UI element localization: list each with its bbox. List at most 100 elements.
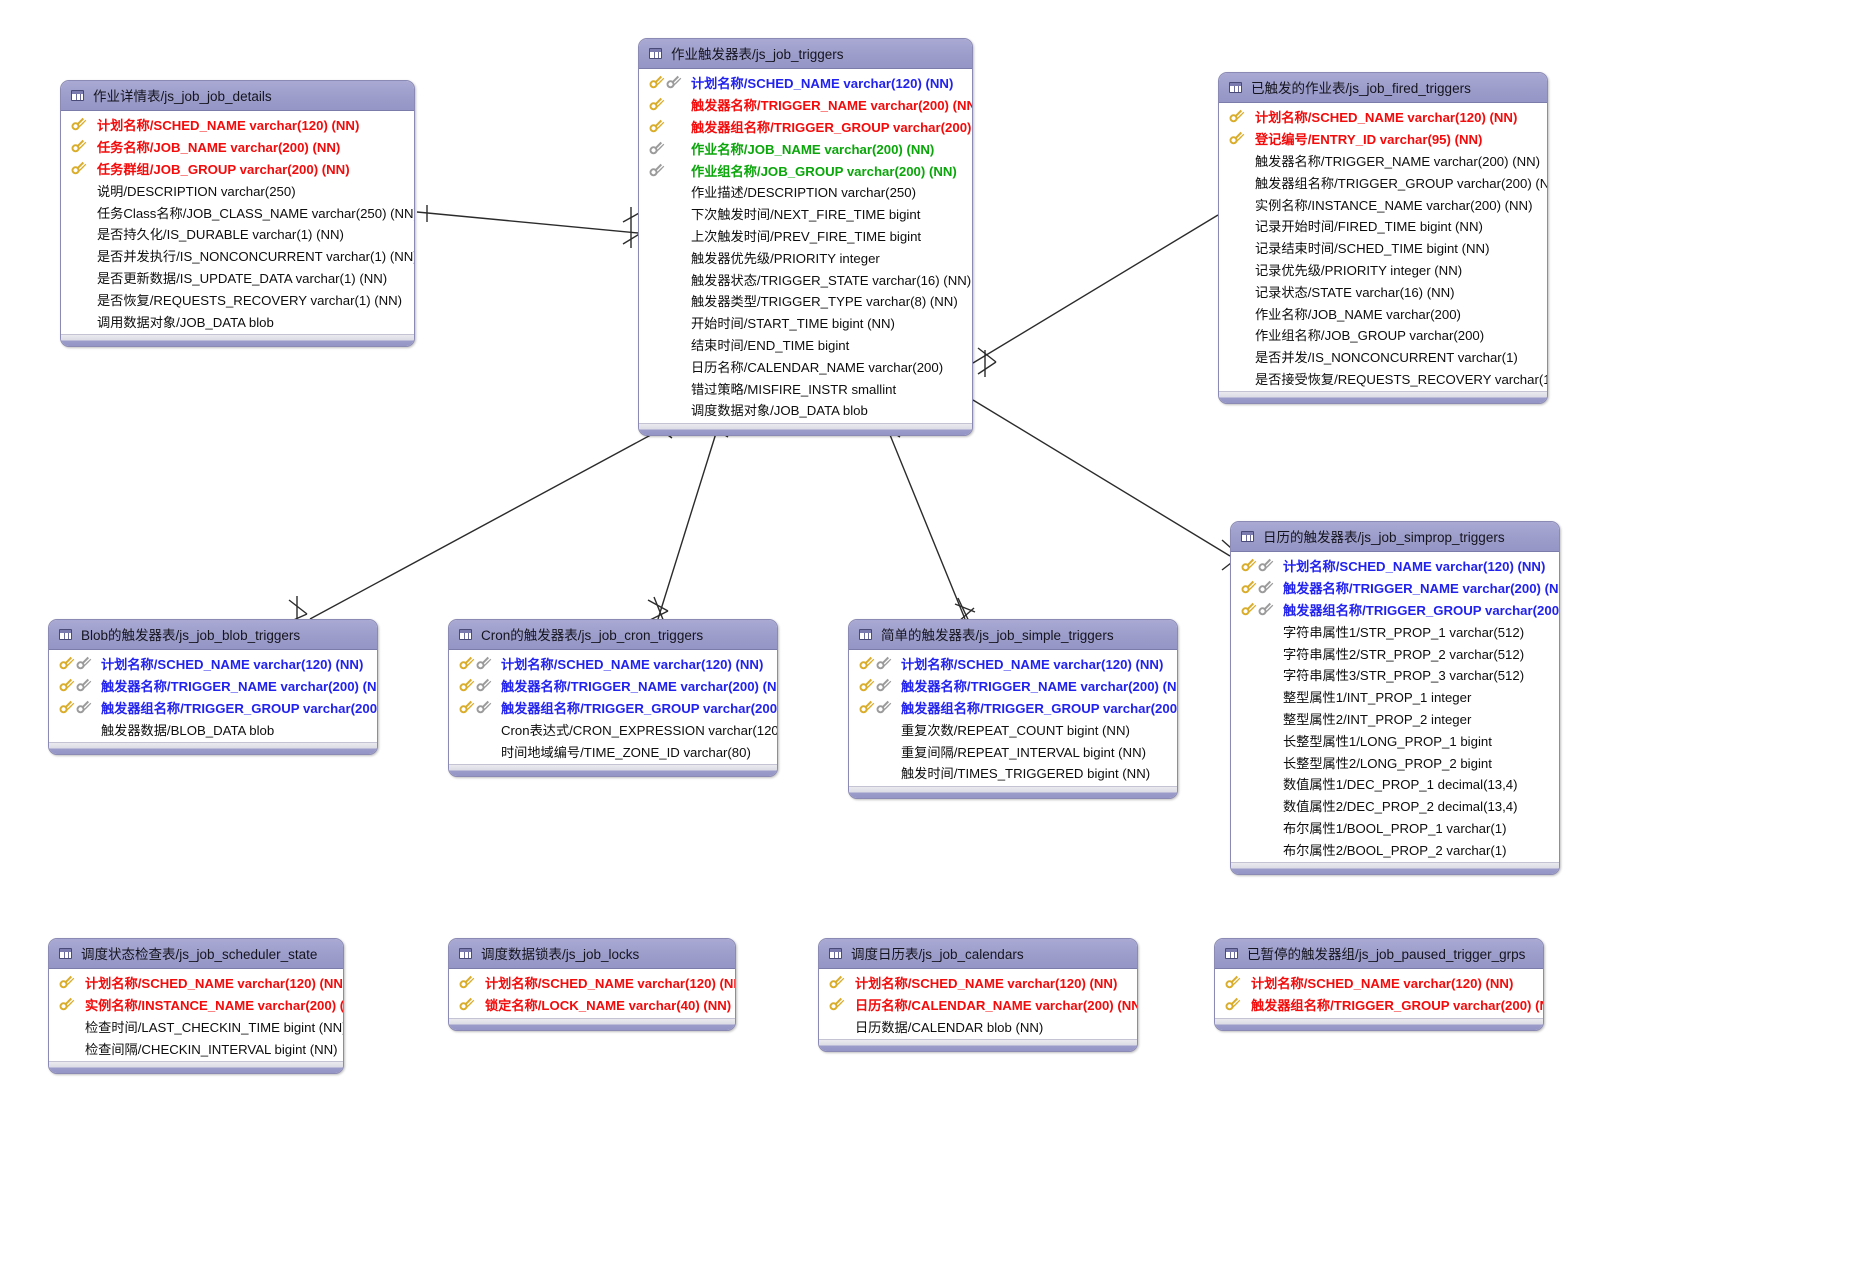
attribute-row[interactable]: 触发器组名称/TRIGGER_GROUP varchar(200) (NN) xyxy=(1231,599,1559,621)
attribute-row[interactable]: 作业名称/JOB_NAME varchar(200) xyxy=(1219,302,1547,324)
attribute-row[interactable]: 调度数据对象/JOB_DATA blob xyxy=(639,399,972,421)
attribute-row[interactable]: 错过策略/MISFIRE_INSTR smallint xyxy=(639,377,972,399)
attribute-row[interactable]: 记录结束时间/SCHED_TIME bigint (NN) xyxy=(1219,237,1547,259)
attribute-row[interactable]: 长整型属性2/LONG_PROP_2 bigint xyxy=(1231,751,1559,773)
attribute-row[interactable]: 日历数据/CALENDAR blob (NN) xyxy=(819,1016,1137,1038)
attribute-row[interactable]: 记录状态/STATE varchar(16) (NN) xyxy=(1219,280,1547,302)
entity-header-js_job_locks[interactable]: 调度数据锁表/js_job_locks xyxy=(449,939,735,969)
attribute-row[interactable]: 计划名称/SCHED_NAME varchar(120) (NN) xyxy=(1231,555,1559,577)
attribute-row[interactable]: 触发器组名称/TRIGGER_GROUP varchar(200) (NN) xyxy=(49,697,377,719)
attribute-row[interactable]: 实例名称/INSTANCE_NAME varchar(200) (NN) xyxy=(1219,193,1547,215)
entity-js_job_calendars[interactable]: 调度日历表/js_job_calendars 计划名称/SCHED_NAME va… xyxy=(818,938,1138,1053)
attribute-row[interactable]: 触发器类型/TRIGGER_TYPE varchar(8) (NN) xyxy=(639,290,972,312)
entity-header-js_job_paused_trigger_grps[interactable]: 已暂停的触发器组/js_job_paused_trigger_grps xyxy=(1215,939,1543,969)
attribute-row[interactable]: 任务群组/JOB_GROUP varchar(200) (NN) xyxy=(61,158,414,180)
attribute-row[interactable]: 计划名称/SCHED_NAME varchar(120) (NN) xyxy=(639,72,972,94)
entity-js_job_simple_triggers[interactable]: 简单的触发器表/js_job_simple_triggers 计划名称/SCHED… xyxy=(848,619,1178,799)
attribute-row[interactable]: 触发器优先级/PRIORITY integer xyxy=(639,246,972,268)
entity-js_job_scheduler_state[interactable]: 调度状态检查表/js_job_scheduler_state 计划名称/SCHED… xyxy=(48,938,344,1075)
attribute-row[interactable]: 触发器组名称/TRIGGER_GROUP varchar(200) (NN) xyxy=(849,697,1177,719)
attribute-row[interactable]: 实例名称/INSTANCE_NAME varchar(200) (NN) xyxy=(49,994,343,1016)
attribute-row[interactable]: Cron表达式/CRON_EXPRESSION varchar(120) (NN… xyxy=(449,718,777,740)
attribute-row[interactable]: 是否并发/IS_NONCONCURRENT varchar(1) xyxy=(1219,346,1547,368)
attribute-row[interactable]: 记录开始时间/FIRED_TIME bigint (NN) xyxy=(1219,215,1547,237)
attribute-row[interactable]: 触发时间/TIMES_TRIGGERED bigint (NN) xyxy=(849,762,1177,784)
attribute-row[interactable]: 是否恢复/REQUESTS_RECOVERY varchar(1) (NN) xyxy=(61,288,414,310)
attribute-row[interactable]: 触发器组名称/TRIGGER_GROUP varchar(200) (NN) xyxy=(449,697,777,719)
attribute-row[interactable]: 长整型属性1/LONG_PROP_1 bigint xyxy=(1231,729,1559,751)
attribute-row[interactable]: 结束时间/END_TIME bigint xyxy=(639,334,972,356)
attribute-row[interactable]: 字符串属性3/STR_PROP_3 varchar(512) xyxy=(1231,664,1559,686)
attribute-row[interactable]: 计划名称/SCHED_NAME varchar(120) (NN) xyxy=(449,653,777,675)
attribute-row[interactable]: 触发器名称/TRIGGER_NAME varchar(200) (NN) xyxy=(849,675,1177,697)
attribute-row[interactable]: 计划名称/SCHED_NAME varchar(120) (NN) xyxy=(449,972,735,994)
attribute-row[interactable]: 是否更新数据/IS_UPDATE_DATA varchar(1) (NN) xyxy=(61,267,414,289)
attribute-row[interactable]: 整型属性2/INT_PROP_2 integer xyxy=(1231,708,1559,730)
attribute-row[interactable]: 计划名称/SCHED_NAME varchar(120) (NN) xyxy=(819,972,1137,994)
attribute-row[interactable]: 触发器组名称/TRIGGER_GROUP varchar(200) (NN) xyxy=(1219,171,1547,193)
attribute-row[interactable]: 是否持久化/IS_DURABLE varchar(1) (NN) xyxy=(61,223,414,245)
entity-js_job_fired_triggers[interactable]: 已触发的作业表/js_job_fired_triggers 计划名称/SCHED_… xyxy=(1218,72,1548,405)
attribute-row[interactable]: 触发器状态/TRIGGER_STATE varchar(16) (NN) xyxy=(639,268,972,290)
attribute-row[interactable]: 计划名称/SCHED_NAME varchar(120) (NN) xyxy=(61,114,414,136)
attribute-row[interactable]: 数值属性2/DEC_PROP_2 decimal(13,4) xyxy=(1231,795,1559,817)
attribute-row[interactable]: 计划名称/SCHED_NAME varchar(120) (NN) xyxy=(49,972,343,994)
entity-header-js_job_blob_triggers[interactable]: Blob的触发器表/js_job_blob_triggers xyxy=(49,620,377,650)
entity-header-js_job_scheduler_state[interactable]: 调度状态检查表/js_job_scheduler_state xyxy=(49,939,343,969)
attribute-row[interactable]: 日历名称/CALENDAR_NAME varchar(200) xyxy=(639,355,972,377)
attribute-row[interactable]: 触发器名称/TRIGGER_NAME varchar(200) (NN) xyxy=(1231,577,1559,599)
entity-js_job_simprop_triggers[interactable]: 日历的触发器表/js_job_simprop_triggers 计划名称/SCHE… xyxy=(1230,521,1560,876)
entity-js_job_triggers[interactable]: 作业触发器表/js_job_triggers 计划名称/SCHED_NAME va… xyxy=(638,38,973,436)
attribute-row[interactable]: 是否并发执行/IS_NONCONCURRENT varchar(1) (NN) xyxy=(61,245,414,267)
attribute-row[interactable]: 作业组名称/JOB_GROUP varchar(200) xyxy=(1219,324,1547,346)
entity-js_job_paused_trigger_grps[interactable]: 已暂停的触发器组/js_job_paused_trigger_grps 计划名称/… xyxy=(1214,938,1544,1031)
entity-header-js_job_fired_triggers[interactable]: 已触发的作业表/js_job_fired_triggers xyxy=(1219,73,1547,103)
attribute-row[interactable]: 是否接受恢复/REQUESTS_RECOVERY varchar(1) xyxy=(1219,368,1547,390)
entity-js_job_blob_triggers[interactable]: Blob的触发器表/js_job_blob_triggers 计划名称/SCHED… xyxy=(48,619,378,756)
attribute-row[interactable]: 触发器名称/TRIGGER_NAME varchar(200) (NN) xyxy=(49,675,377,697)
attribute-row[interactable]: 触发器组名称/TRIGGER_GROUP varchar(200) (NN) xyxy=(639,116,972,138)
attribute-row[interactable]: 日历名称/CALENDAR_NAME varchar(200) (NN) xyxy=(819,994,1137,1016)
attribute-row[interactable]: 计划名称/SCHED_NAME varchar(120) (NN) xyxy=(49,653,377,675)
attribute-row[interactable]: 布尔属性1/BOOL_PROP_1 varchar(1) xyxy=(1231,817,1559,839)
entity-header-js_job_simprop_triggers[interactable]: 日历的触发器表/js_job_simprop_triggers xyxy=(1231,522,1559,552)
attribute-row[interactable]: 任务Class名称/JOB_CLASS_NAME varchar(250) (N… xyxy=(61,201,414,223)
attribute-row[interactable]: 字符串属性2/STR_PROP_2 varchar(512) xyxy=(1231,642,1559,664)
attribute-row[interactable]: 开始时间/START_TIME bigint (NN) xyxy=(639,312,972,334)
entity-header-js_job_cron_triggers[interactable]: Cron的触发器表/js_job_cron_triggers xyxy=(449,620,777,650)
attribute-row[interactable]: 触发器名称/TRIGGER_NAME varchar(200) (NN) xyxy=(639,94,972,116)
attribute-row[interactable]: 登记编号/ENTRY_ID varchar(95) (NN) xyxy=(1219,128,1547,150)
attribute-row[interactable]: 任务名称/JOB_NAME varchar(200) (NN) xyxy=(61,136,414,158)
attribute-row[interactable]: 锁定名称/LOCK_NAME varchar(40) (NN) xyxy=(449,994,735,1016)
entity-header-js_job_calendars[interactable]: 调度日历表/js_job_calendars xyxy=(819,939,1137,969)
attribute-row[interactable]: 触发器名称/TRIGGER_NAME varchar(200) (NN) xyxy=(449,675,777,697)
attribute-row[interactable]: 说明/DESCRIPTION varchar(250) xyxy=(61,179,414,201)
attribute-row[interactable]: 检查间隔/CHECKIN_INTERVAL bigint (NN) xyxy=(49,1037,343,1059)
attribute-row[interactable]: 布尔属性2/BOOL_PROP_2 varchar(1) xyxy=(1231,838,1559,860)
attribute-row[interactable]: 整型属性1/INT_PROP_1 integer xyxy=(1231,686,1559,708)
attribute-row[interactable]: 重复间隔/REPEAT_INTERVAL bigint (NN) xyxy=(849,740,1177,762)
attribute-row[interactable]: 触发器数据/BLOB_DATA blob xyxy=(49,718,377,740)
entity-js_job_cron_triggers[interactable]: Cron的触发器表/js_job_cron_triggers 计划名称/SCHED… xyxy=(448,619,778,777)
attribute-row[interactable]: 时间地域编号/TIME_ZONE_ID varchar(80) xyxy=(449,740,777,762)
attribute-row[interactable]: 作业描述/DESCRIPTION varchar(250) xyxy=(639,181,972,203)
attribute-row[interactable]: 计划名称/SCHED_NAME varchar(120) (NN) xyxy=(849,653,1177,675)
attribute-row[interactable]: 数值属性1/DEC_PROP_1 decimal(13,4) xyxy=(1231,773,1559,795)
attribute-row[interactable]: 触发器名称/TRIGGER_NAME varchar(200) (NN) xyxy=(1219,150,1547,172)
attribute-row[interactable]: 作业组名称/JOB_GROUP varchar(200) (NN) xyxy=(639,159,972,181)
attribute-row[interactable]: 计划名称/SCHED_NAME varchar(120) (NN) xyxy=(1219,106,1547,128)
attribute-row[interactable]: 记录优先级/PRIORITY integer (NN) xyxy=(1219,259,1547,281)
attribute-row[interactable]: 检查时间/LAST_CHECKIN_TIME bigint (NN) xyxy=(49,1016,343,1038)
entity-header-js_job_simple_triggers[interactable]: 简单的触发器表/js_job_simple_triggers xyxy=(849,620,1177,650)
attribute-row[interactable]: 触发器组名称/TRIGGER_GROUP varchar(200) (NN) xyxy=(1215,994,1543,1016)
attribute-row[interactable]: 调用数据对象/JOB_DATA blob xyxy=(61,310,414,332)
attribute-row[interactable]: 上次触发时间/PREV_FIRE_TIME bigint xyxy=(639,225,972,247)
attribute-row[interactable]: 字符串属性1/STR_PROP_1 varchar(512) xyxy=(1231,620,1559,642)
entity-header-js_job_triggers[interactable]: 作业触发器表/js_job_triggers xyxy=(639,39,972,69)
entity-js_job_locks[interactable]: 调度数据锁表/js_job_locks 计划名称/SCHED_NAME varch… xyxy=(448,938,736,1031)
attribute-row[interactable]: 重复次数/REPEAT_COUNT bigint (NN) xyxy=(849,718,1177,740)
attribute-row[interactable]: 下次触发时间/NEXT_FIRE_TIME bigint xyxy=(639,203,972,225)
attribute-row[interactable]: 计划名称/SCHED_NAME varchar(120) (NN) xyxy=(1215,972,1543,994)
attribute-row[interactable]: 作业名称/JOB_NAME varchar(200) (NN) xyxy=(639,137,972,159)
